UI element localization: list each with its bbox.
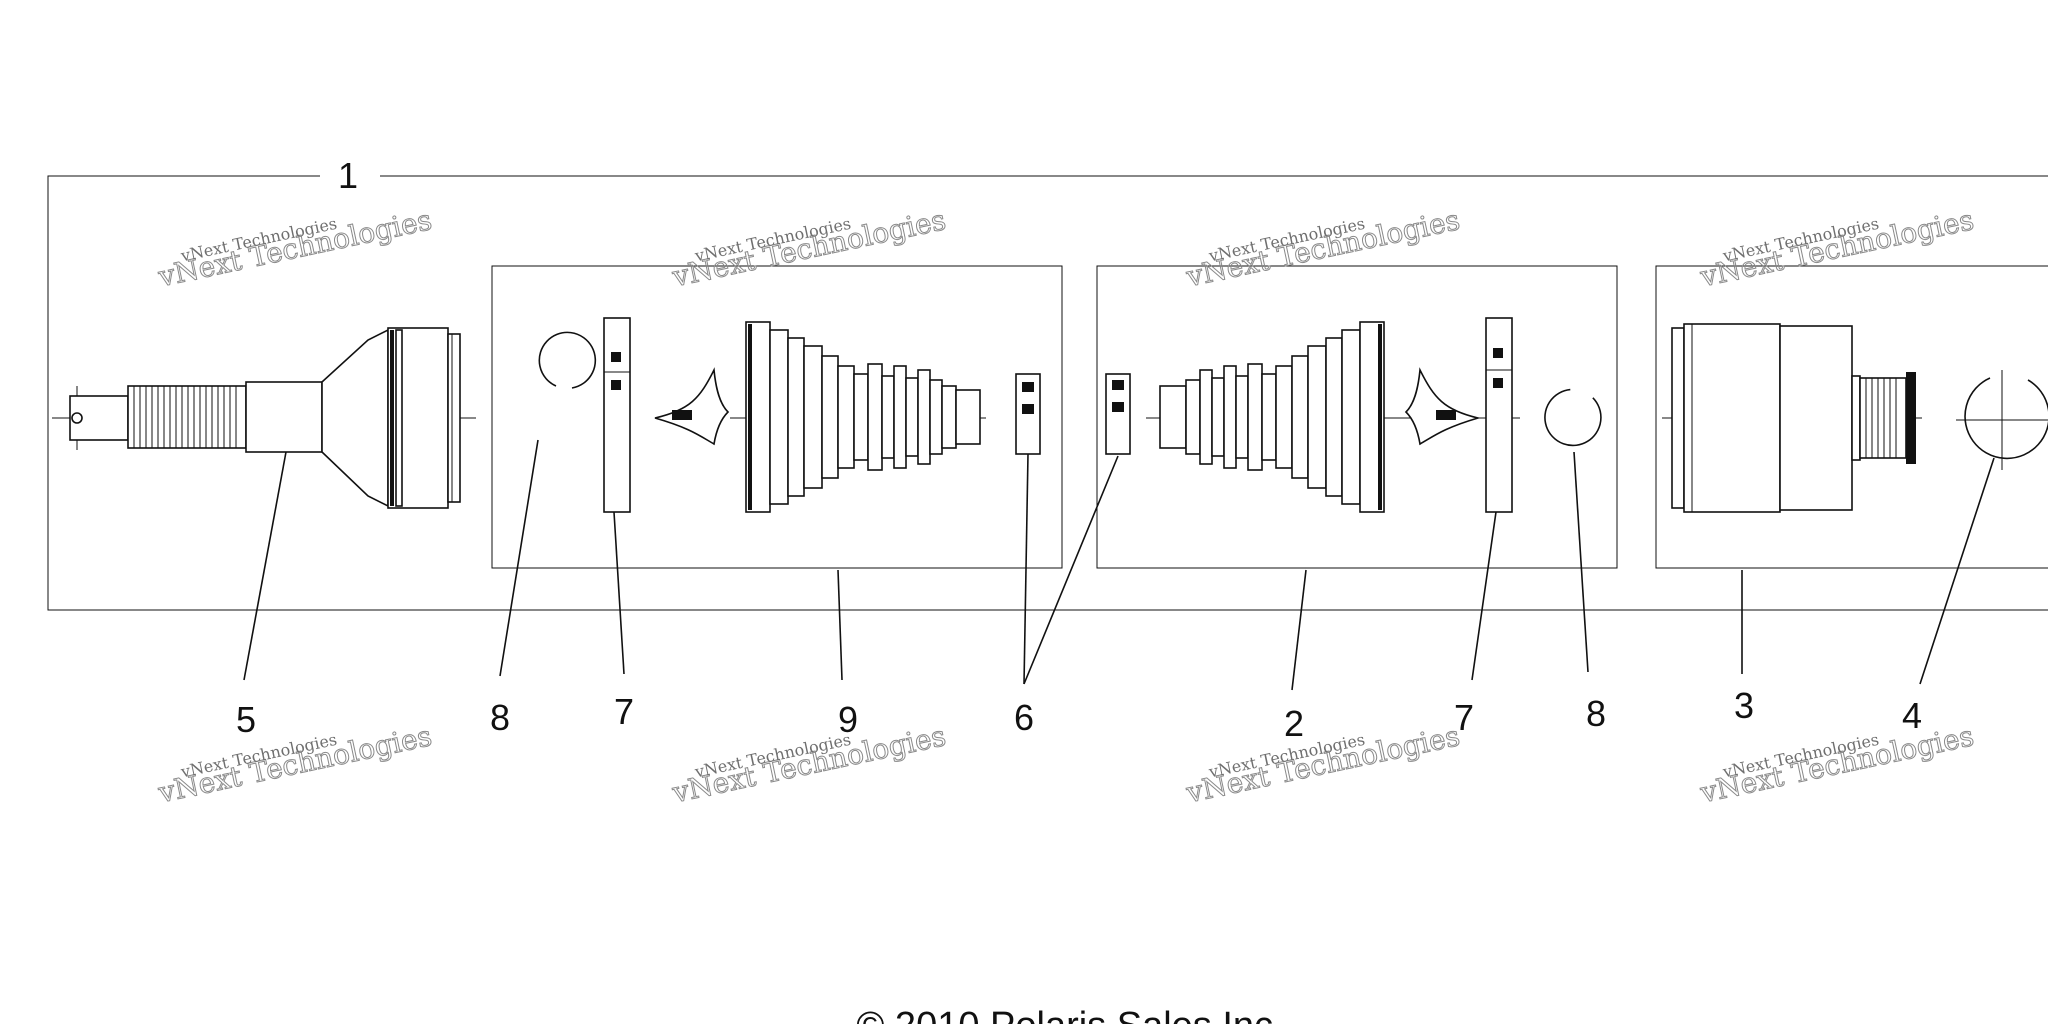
watermark: vNext Technologies vNext Technologies xyxy=(1696,203,1977,294)
watermark: vNext Technologies vNext Technologies xyxy=(154,719,435,810)
small-clamp-6-right xyxy=(1105,373,1131,455)
callout-7-right: 7 xyxy=(1454,697,1474,738)
callout-9: 9 xyxy=(838,699,858,740)
callout-8-right: 8 xyxy=(1586,693,1606,734)
callout-4: 4 xyxy=(1902,695,1922,736)
watermark: vNext Technologies vNext Technologies xyxy=(154,203,435,294)
watermark: vNext Technologies vNext Technologies xyxy=(1182,719,1463,810)
watermark: vNext Technologies vNext Technologies xyxy=(668,719,949,810)
assembly-frame-1 xyxy=(47,175,2048,611)
copyright-text: © 2010 Polaris Sales Inc. xyxy=(856,1005,1283,1024)
cv-boot-9 xyxy=(730,321,986,513)
callout-8-left: 8 xyxy=(490,697,510,738)
grease-packet-left xyxy=(654,367,730,446)
small-clamp-6-left xyxy=(1015,373,1041,455)
outer-cv-joint-5 xyxy=(52,327,476,509)
inner-cv-joint-3 xyxy=(1662,323,1922,513)
clamp-band-7-right xyxy=(1485,317,1513,513)
boot-kit-box-9 xyxy=(491,265,1063,569)
clamp-band-7-left xyxy=(603,317,631,513)
snap-ring-4 xyxy=(1956,370,2048,470)
grease-packet-right xyxy=(1404,367,1482,446)
callout-1: 1 xyxy=(338,155,358,196)
cv-boot-2 xyxy=(1146,321,1520,513)
inner-joint-box-3 xyxy=(1655,265,2048,569)
circlip-8-left xyxy=(538,331,597,389)
leader-lines xyxy=(243,439,1995,691)
callout-2: 2 xyxy=(1284,703,1304,744)
boot-kit-box-2 xyxy=(1096,265,1618,569)
circlip-8-right xyxy=(1544,388,1602,447)
watermark: vNext Technologies vNext Technologies xyxy=(1182,203,1463,294)
watermark: vNext Technologies vNext Technologies xyxy=(668,203,949,294)
callout-6: 6 xyxy=(1014,697,1034,738)
callout-labels: 1 5 8 7 9 6 2 7 8 3 4 xyxy=(236,155,1922,744)
callout-3: 3 xyxy=(1734,685,1754,726)
callout-5: 5 xyxy=(236,699,256,740)
callout-7-left: 7 xyxy=(614,691,634,732)
